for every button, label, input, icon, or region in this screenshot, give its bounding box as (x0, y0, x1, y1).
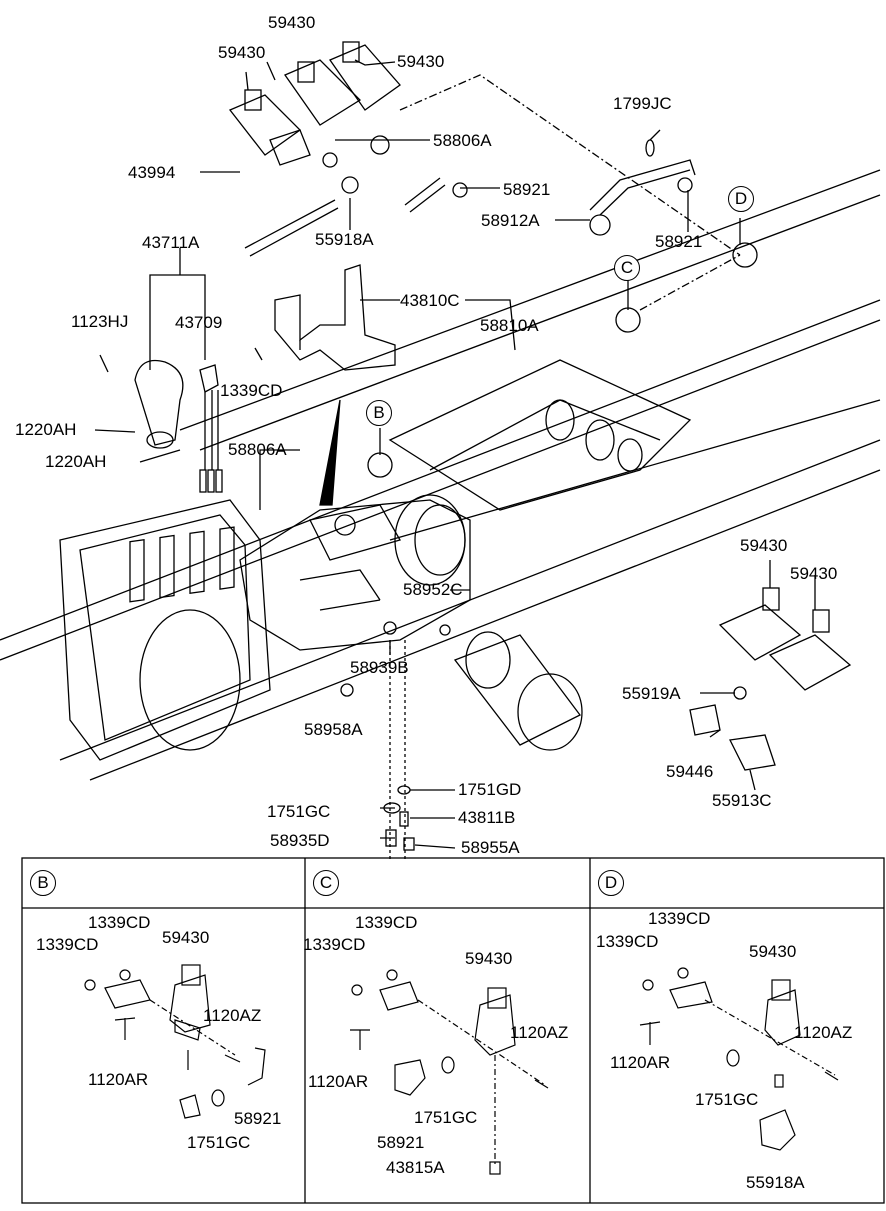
panel-b-label-1120az: 1120AZ (203, 1006, 262, 1025)
part-label-1799jc: 1799JC (613, 94, 672, 113)
part-label-58921: 58921 (503, 180, 551, 199)
panel-d-label-59430: 59430 (749, 942, 797, 961)
part-label-59430: 59430 (218, 43, 266, 62)
panel-b-label-58921: 58921 (234, 1109, 282, 1128)
part-label-58806a: 58806A (433, 131, 492, 150)
panel-c-label-43815a: 43815A (386, 1158, 445, 1177)
panel-d-label-1120az: 1120AZ (794, 1023, 853, 1042)
panel-d-label-55918a: 55918A (746, 1173, 805, 1192)
part-label-58958a: 58958A (304, 720, 363, 739)
panel-d-header: D (598, 870, 624, 896)
panel-c-label-1120az: 1120AZ (510, 1023, 569, 1042)
part-label-59430: 59430 (268, 13, 316, 32)
panel-b-label-1120ar: 1120AR (88, 1070, 149, 1089)
part-label-58939b: 58939B (350, 658, 409, 677)
panel-c-label-1120ar: 1120AR (308, 1072, 369, 1091)
part-label-58921: 58921 (655, 232, 703, 251)
panel-b-header: B (30, 870, 56, 896)
callout-c: C (614, 255, 640, 281)
panel-c-header: C (313, 870, 339, 896)
panel-b-label-1751gc: 1751GC (187, 1133, 251, 1152)
panel-b-label-1339cd: 1339CD (36, 935, 99, 954)
part-label-58955a: 58955A (461, 838, 520, 857)
panel-d-label-1751gc: 1751GC (695, 1090, 759, 1109)
part-label-1123hj: 1123HJ (71, 312, 129, 331)
part-label-1220ah: 1220AH (15, 420, 77, 439)
part-label-43711a: 43711A (142, 233, 200, 252)
part-label-55913c: 55913C (712, 791, 772, 810)
part-label-43810c: 43810C (400, 291, 460, 310)
panel-b-label-1339cd: 1339CD (88, 913, 151, 932)
panel-d-label-1339cd: 1339CD (648, 909, 711, 928)
part-label-59430: 59430 (397, 52, 445, 71)
part-label-59446: 59446 (666, 762, 714, 781)
part-label-59430: 59430 (790, 564, 838, 583)
part-label-58806a: 58806A (228, 440, 287, 459)
panel-d-label-1120ar: 1120AR (610, 1053, 671, 1072)
callout-d: D (728, 186, 754, 212)
panel-c-label-58921: 58921 (377, 1133, 425, 1152)
part-label-43811b: 43811B (458, 808, 516, 827)
part-label-43994: 43994 (128, 163, 176, 182)
callout-b: B (366, 400, 392, 426)
part-label-59430: 59430 (740, 536, 788, 555)
panel-c-label-1339cd: 1339CD (355, 913, 418, 932)
part-label-55918a: 55918A (315, 230, 374, 249)
part-label-43709: 43709 (175, 313, 223, 332)
part-label-58935d: 58935D (270, 831, 330, 850)
panel-c-label-1751gc: 1751GC (414, 1108, 478, 1127)
part-label-58912a: 58912A (481, 211, 540, 230)
part-label-1339cd: 1339CD (220, 381, 283, 400)
part-label-55919a: 55919A (622, 684, 681, 703)
panel-d-label-1339cd: 1339CD (596, 932, 659, 951)
part-label-1220ah: 1220AH (45, 452, 107, 471)
part-label-1751gd: 1751GD (458, 780, 522, 799)
part-label-58810a: 58810A (480, 316, 539, 335)
panel-b-label-59430: 59430 (162, 928, 210, 947)
panel-c-label-59430: 59430 (465, 949, 513, 968)
part-label-1751gc: 1751GC (267, 802, 331, 821)
part-label-58952c: 58952C (403, 580, 463, 599)
panel-c-label-1339cd: 1339CD (303, 935, 366, 954)
